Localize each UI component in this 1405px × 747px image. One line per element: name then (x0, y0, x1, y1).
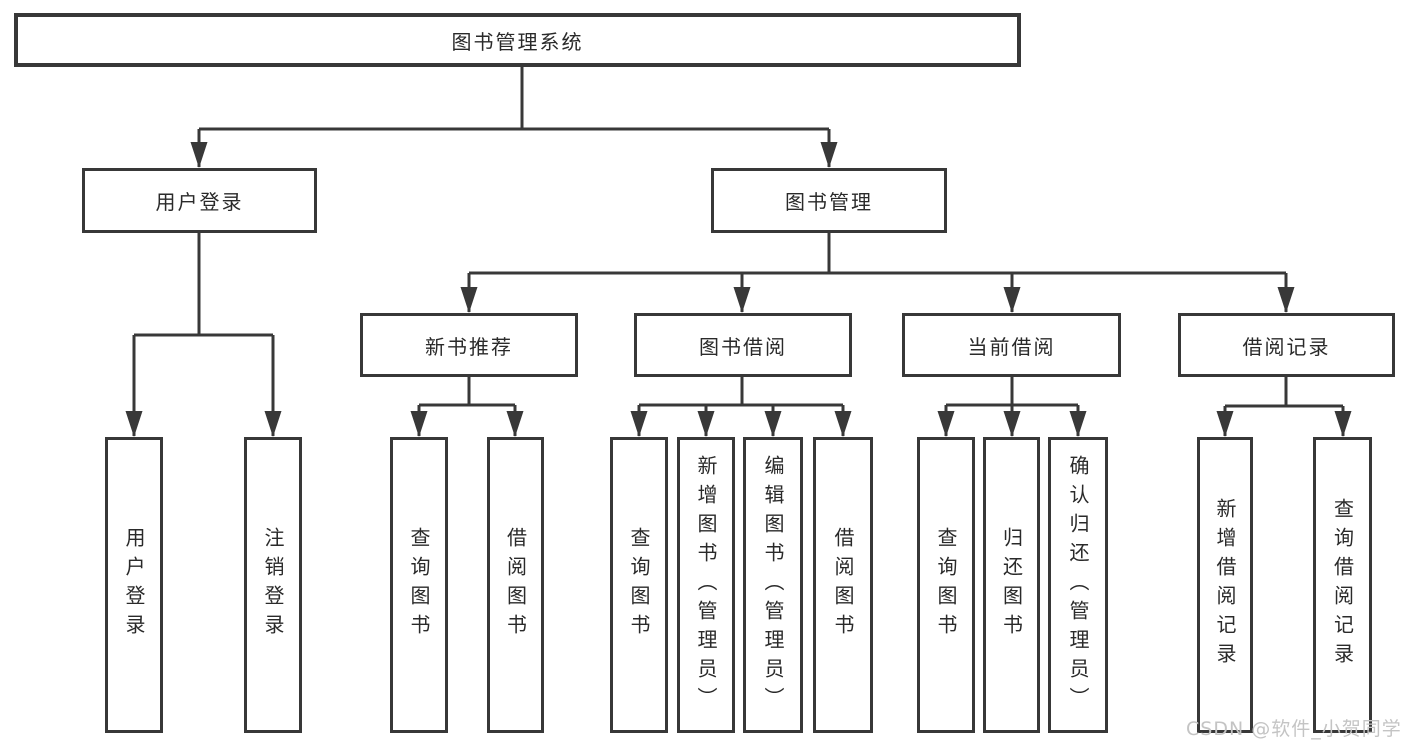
node-label: 注销登录 (261, 527, 285, 643)
node-borrowing-records: 借阅记录 (1178, 313, 1395, 377)
wires-new-book-recommendation (410, 377, 524, 437)
node-label: 当前借阅 (967, 334, 1056, 359)
node-edit-book-admin: 编辑图书（管理员） (743, 437, 803, 733)
node-label: 图书借阅 (699, 334, 787, 359)
node-book-borrowing: 图书借阅 (634, 313, 852, 377)
node-confirm-return-admin: 确认归还（管理员） (1048, 437, 1108, 733)
node-label: 图书管理 (785, 190, 873, 214)
node-label: 新书推荐 (425, 334, 513, 359)
node-label: 确认归还（管理员） (1066, 454, 1090, 716)
node-label: 用户登录 (122, 527, 146, 643)
node-book-management: 图书管理 (711, 168, 947, 233)
node-label: 归还图书 (999, 527, 1024, 643)
node-user-login: 用户登录 (82, 168, 317, 233)
node-new-book-recommendation: 新书推荐 (360, 313, 578, 377)
node-query-book-current: 查询图书 (917, 437, 975, 733)
node-label: 用户登录 (155, 190, 244, 214)
node-label: 查询图书 (627, 527, 651, 643)
node-label: 新增图书（管理员） (694, 454, 718, 716)
csdn-watermark: CSDN @软件_小贺同学 (1186, 718, 1402, 740)
node-label: 借阅图书 (503, 527, 528, 643)
node-current-borrowing: 当前借阅 (902, 313, 1121, 377)
node-logout-action: 注销登录 (244, 437, 302, 733)
node-query-book-borrowing: 查询图书 (610, 437, 668, 733)
node-label: 编辑图书（管理员） (761, 454, 785, 716)
wires-user-login (125, 233, 282, 437)
node-label: 借阅图书 (831, 527, 855, 643)
node-query-book-recommend: 查询图书 (390, 437, 448, 733)
node-borrow-book-borrowing: 借阅图书 (813, 437, 873, 733)
node-add-borrow-record: 新增借阅记录 (1197, 437, 1253, 733)
node-library-management-system: 图书管理系统 (14, 13, 1021, 67)
node-label: 查询借阅记录 (1330, 498, 1355, 672)
node-return-book: 归还图书 (983, 437, 1040, 733)
wires-root (190, 67, 838, 168)
node-query-borrow-record: 查询借阅记录 (1313, 437, 1372, 733)
wires-borrowing-records (1216, 377, 1352, 437)
node-user-login-action: 用户登录 (105, 437, 163, 733)
wires-current-borrowing (937, 377, 1087, 437)
wires-book-management (460, 233, 1295, 313)
node-label: 查询图书 (934, 527, 958, 643)
node-add-book-admin: 新增图书（管理员） (677, 437, 735, 733)
wires-book-borrowing (630, 377, 852, 437)
node-label: 新增借阅记录 (1213, 498, 1237, 672)
node-label: 图书管理系统 (451, 29, 584, 54)
node-label: 查询图书 (407, 527, 431, 643)
node-borrow-book-recommend: 借阅图书 (487, 437, 544, 733)
node-label: 借阅记录 (1242, 334, 1331, 359)
